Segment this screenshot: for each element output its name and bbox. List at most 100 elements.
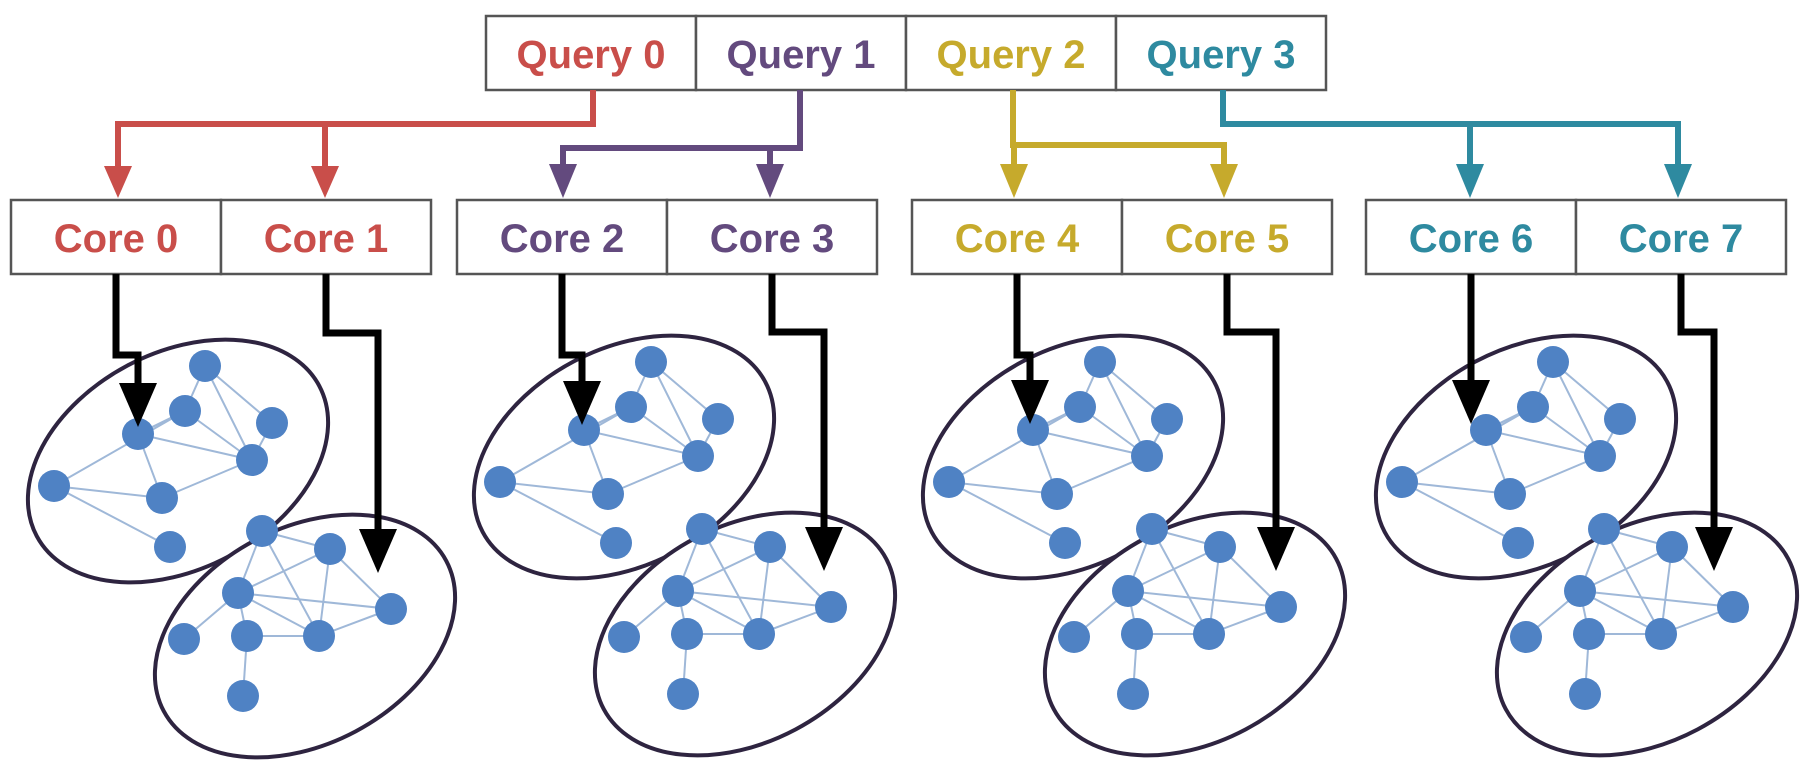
query-label-0: Query 0 bbox=[517, 33, 666, 77]
graph-node bbox=[1058, 621, 1090, 653]
graph-edge bbox=[948, 406, 1081, 483]
graph-edge bbox=[499, 481, 617, 544]
graph-node bbox=[1151, 403, 1183, 435]
query-box-0-frame bbox=[484, 14, 698, 92]
graph-node bbox=[1121, 618, 1153, 650]
graph-edge bbox=[1056, 455, 1148, 495]
query-box-3: Query 3 bbox=[1114, 14, 1328, 92]
graph-node bbox=[303, 620, 335, 652]
graph-edge bbox=[650, 361, 699, 457]
core-box-7: Core 7 bbox=[1574, 198, 1788, 276]
graph-edge bbox=[1151, 528, 1210, 635]
graph-node bbox=[1136, 513, 1168, 545]
arrowhead-core-2 bbox=[549, 164, 577, 198]
arrowhead-core-5 bbox=[1210, 164, 1238, 198]
graph-node bbox=[608, 621, 640, 653]
graph-node bbox=[592, 478, 624, 510]
query-box-2: Query 2 bbox=[904, 14, 1118, 92]
connector-query-0 bbox=[104, 90, 596, 198]
arrow-core-3-shaft bbox=[768, 274, 828, 531]
graph-node bbox=[754, 531, 786, 563]
connector-query-2-lines bbox=[1010, 90, 1227, 164]
graph-node bbox=[1041, 478, 1073, 510]
core-box-6: Core 6 bbox=[1364, 198, 1578, 276]
core-label-5: Core 5 bbox=[1165, 217, 1290, 261]
graph-node bbox=[686, 513, 718, 545]
graph-node bbox=[615, 391, 647, 423]
graph-node bbox=[169, 395, 201, 427]
graph-node bbox=[1537, 346, 1569, 378]
graph-edge bbox=[948, 481, 1058, 495]
query-box-1-frame bbox=[694, 14, 908, 92]
arrowhead-core-3 bbox=[756, 164, 784, 198]
graph-node bbox=[314, 533, 346, 565]
connector-query-2 bbox=[1000, 90, 1238, 198]
arrow-core-7-head bbox=[1695, 527, 1733, 571]
arrow-core-2-head bbox=[563, 381, 601, 425]
core-box-4: Core 4 bbox=[910, 198, 1124, 276]
graph-icons bbox=[25, 333, 1800, 760]
arrow-core-1-shaft bbox=[322, 274, 382, 533]
graph-node bbox=[1502, 527, 1534, 559]
graph-edge bbox=[701, 528, 760, 635]
graph-node bbox=[484, 466, 516, 498]
arrowhead-core-7 bbox=[1664, 164, 1692, 198]
arrow-core-3-head bbox=[805, 527, 843, 571]
arrowhead-core-1 bbox=[311, 166, 339, 198]
graph-node bbox=[1049, 527, 1081, 559]
query-label-1: Query 1 bbox=[727, 33, 876, 77]
arrow-core-1-head bbox=[359, 529, 397, 573]
graph-icon-core-3 bbox=[592, 510, 898, 758]
core-label-7: Core 7 bbox=[1619, 217, 1744, 261]
graph-node bbox=[236, 444, 268, 476]
core-label-6: Core 6 bbox=[1409, 217, 1534, 261]
graph-node bbox=[667, 678, 699, 710]
graph-edge bbox=[1127, 590, 1282, 608]
graph-node bbox=[1510, 621, 1542, 653]
graph-node bbox=[671, 618, 703, 650]
graph-node bbox=[1588, 513, 1620, 545]
graph-edge bbox=[1099, 361, 1148, 457]
arrow-core-7-shaft bbox=[1677, 274, 1718, 531]
connector-query-3-lines bbox=[1220, 90, 1681, 164]
connector-query-1 bbox=[549, 90, 803, 198]
graph-node bbox=[1204, 531, 1236, 563]
core-box-0: Core 0 bbox=[9, 198, 223, 276]
arrow-core-0-shaft bbox=[112, 274, 142, 387]
graph-edge bbox=[53, 410, 186, 487]
core-box-5: Core 5 bbox=[1120, 198, 1334, 276]
arrow-core-0-head bbox=[119, 383, 157, 427]
core-box-7-frame bbox=[1574, 198, 1788, 276]
graph-node bbox=[600, 527, 632, 559]
graph-node bbox=[1084, 346, 1116, 378]
graph-edge bbox=[261, 530, 320, 637]
graph-node bbox=[635, 346, 667, 378]
graph-edge bbox=[948, 481, 1066, 544]
arrow-core-5-head bbox=[1257, 527, 1295, 571]
graph-node bbox=[38, 470, 70, 502]
graph-node bbox=[1604, 403, 1636, 435]
graph-node bbox=[375, 593, 407, 625]
graph-edge bbox=[1401, 481, 1519, 544]
graph-node bbox=[231, 620, 263, 652]
graph-node bbox=[227, 680, 259, 712]
connector-query-0-lines bbox=[115, 90, 596, 166]
graph-node bbox=[815, 591, 847, 623]
graph-edge bbox=[1552, 361, 1601, 457]
core-to-graph-arrows bbox=[112, 274, 1733, 573]
core-box-3: Core 3 bbox=[665, 198, 879, 276]
graph-edge bbox=[1579, 590, 1734, 608]
graph-node bbox=[1193, 618, 1225, 650]
query-connectors bbox=[104, 90, 1692, 198]
query-row: Query 0 Query 1 Query 2 Query 3 bbox=[484, 14, 1328, 92]
graph-edge bbox=[1509, 455, 1601, 495]
graph-node bbox=[1494, 478, 1526, 510]
arrow-core-4-head bbox=[1011, 380, 1049, 424]
core-box-1-frame bbox=[219, 198, 433, 276]
graph-edge bbox=[583, 429, 699, 457]
query-box-3-frame bbox=[1114, 14, 1328, 92]
query-label-3: Query 3 bbox=[1147, 33, 1296, 77]
graph-edge bbox=[677, 590, 832, 608]
graph-edge bbox=[1603, 528, 1662, 635]
graph-node bbox=[1117, 678, 1149, 710]
